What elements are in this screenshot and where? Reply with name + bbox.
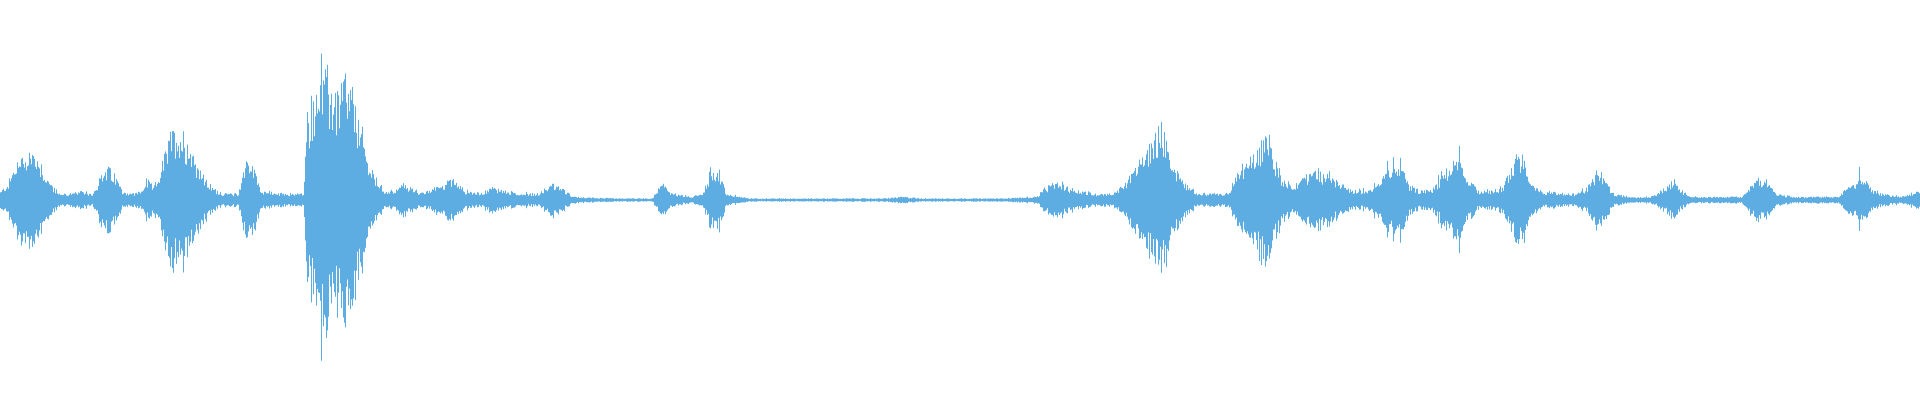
waveform-path bbox=[0, 53, 1920, 361]
waveform-bars bbox=[0, 53, 1920, 361]
